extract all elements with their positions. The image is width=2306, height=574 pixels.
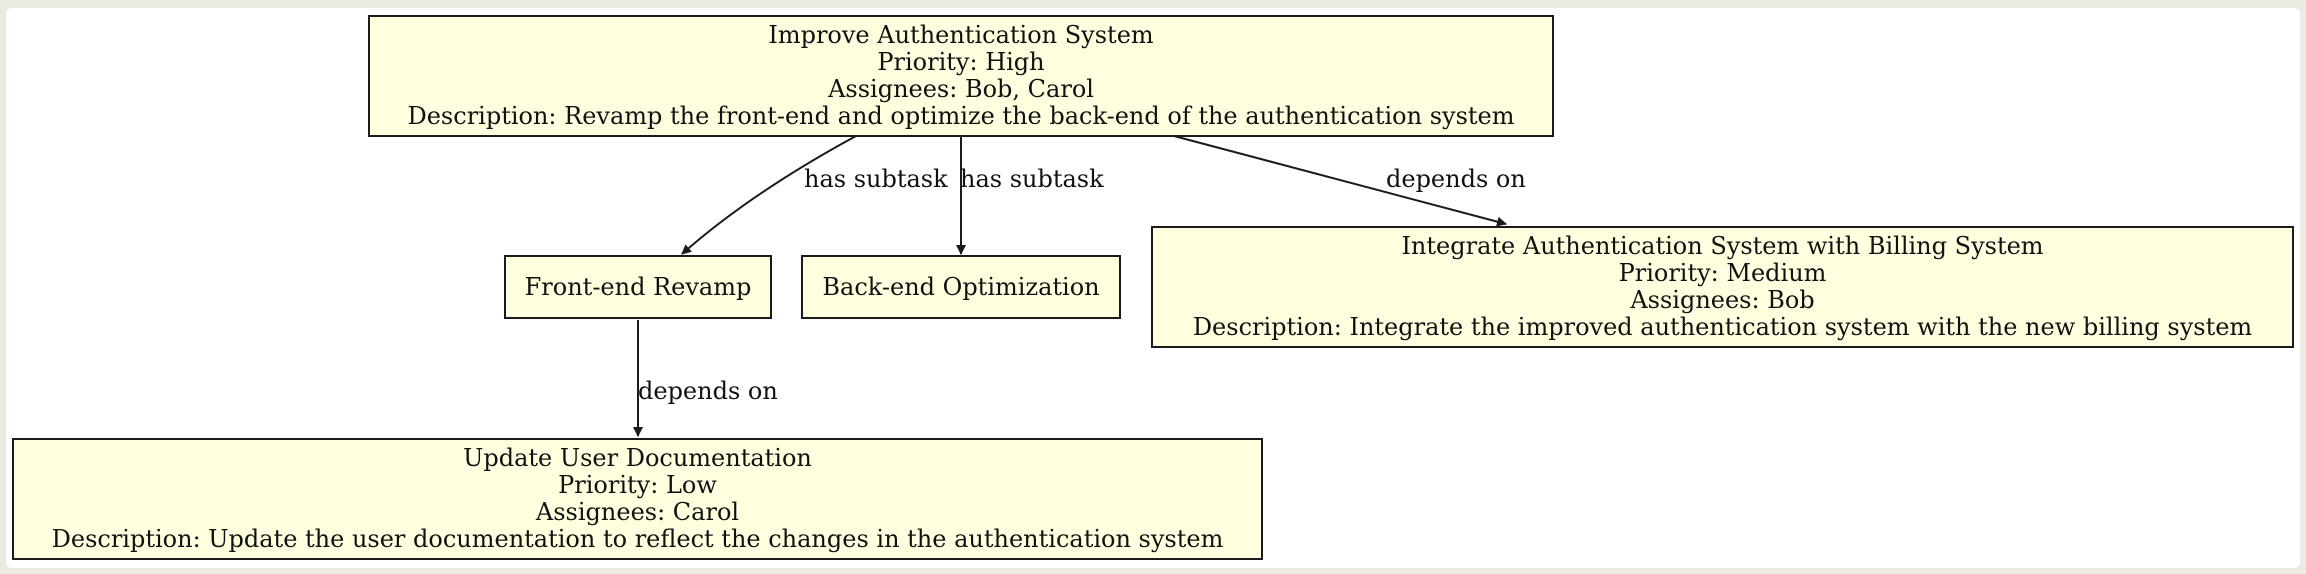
edge-label-has-subtask-1: has subtask xyxy=(804,165,948,193)
edge-label-depends-on-docs: depends on xyxy=(638,377,778,405)
node-title: Update User Documentation xyxy=(463,444,812,472)
node-priority: Priority: Medium xyxy=(1618,259,1827,287)
edge-label-has-subtask-2: has subtask xyxy=(960,165,1104,193)
node-description: Description: Revamp the front-end and op… xyxy=(407,102,1515,130)
edge-label-depends-on-billing: depends on xyxy=(1386,165,1526,193)
diagram-canvas: Improve Authentication System Priority: … xyxy=(6,8,2300,568)
node-priority: Priority: Low xyxy=(558,471,717,499)
node-priority: Priority: High xyxy=(877,48,1045,76)
node-frontend-revamp[interactable]: Front-end Revamp xyxy=(504,255,772,319)
edge-improve-to-billing xyxy=(1173,135,1507,227)
node-title: Front-end Revamp xyxy=(524,272,752,301)
node-update-docs[interactable]: Update User Documentation Priority: Low … xyxy=(12,438,1263,560)
node-backend-optimization[interactable]: Back-end Optimization xyxy=(801,255,1121,319)
edge-layer xyxy=(633,135,1507,437)
node-improve-auth[interactable]: Improve Authentication System Priority: … xyxy=(368,15,1554,137)
node-assignees: Assignees: Carol xyxy=(535,498,740,526)
node-assignees: Assignees: Bob xyxy=(1630,286,1815,314)
node-assignees: Assignees: Bob, Carol xyxy=(828,75,1094,103)
edge-improve-to-frontend xyxy=(681,135,857,255)
node-title: Back-end Optimization xyxy=(822,272,1100,301)
node-title: Integrate Authentication System with Bil… xyxy=(1401,232,2044,260)
node-description: Description: Integrate the improved auth… xyxy=(1192,313,2253,341)
node-title: Improve Authentication System xyxy=(768,21,1154,49)
node-integrate-billing[interactable]: Integrate Authentication System with Bil… xyxy=(1151,226,2294,348)
node-description: Description: Update the user documentati… xyxy=(51,525,1224,553)
